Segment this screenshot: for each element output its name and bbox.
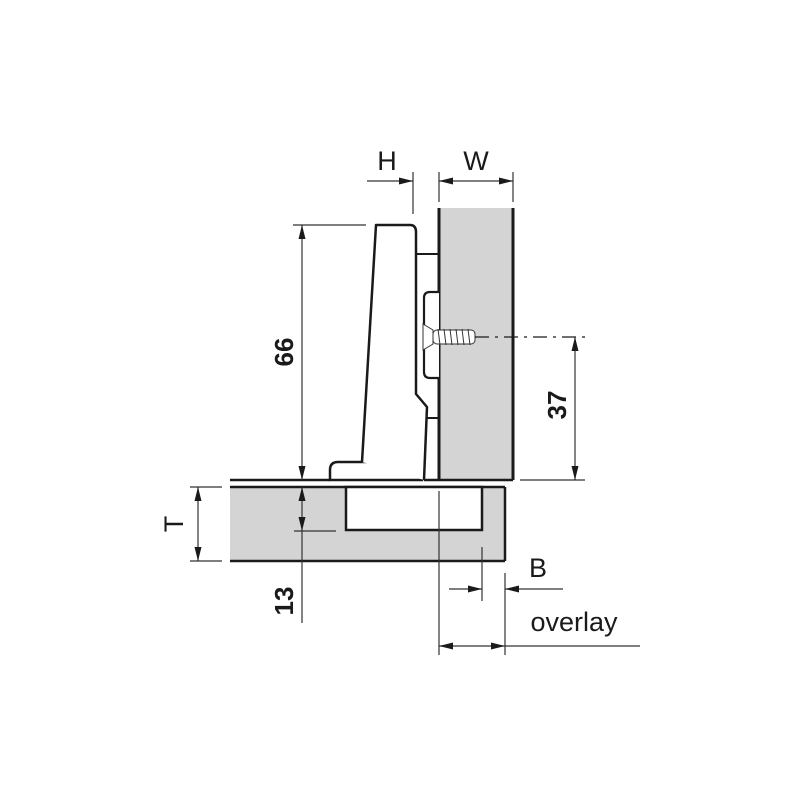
label-H: H <box>377 146 397 176</box>
label-B: B <box>529 553 547 583</box>
dimension-H: H <box>367 146 414 214</box>
label-W: W <box>463 146 489 176</box>
hinge-cup <box>344 485 484 532</box>
dimension-overlay: overlay <box>438 491 640 655</box>
dimension-T: T <box>159 486 222 562</box>
label-overlay: overlay <box>530 607 618 637</box>
label-T: T <box>159 516 189 533</box>
dimension-13: 13 <box>269 487 336 623</box>
screw <box>422 323 585 351</box>
dimension-B: B <box>449 547 563 655</box>
dimension-37: 37 <box>520 337 585 481</box>
label-37: 37 <box>542 391 572 420</box>
label-66: 66 <box>269 338 299 367</box>
dimension-W: W <box>438 146 514 202</box>
hinge-arm <box>328 223 429 482</box>
label-13: 13 <box>269 587 299 616</box>
dimension-66: 66 <box>269 224 366 480</box>
